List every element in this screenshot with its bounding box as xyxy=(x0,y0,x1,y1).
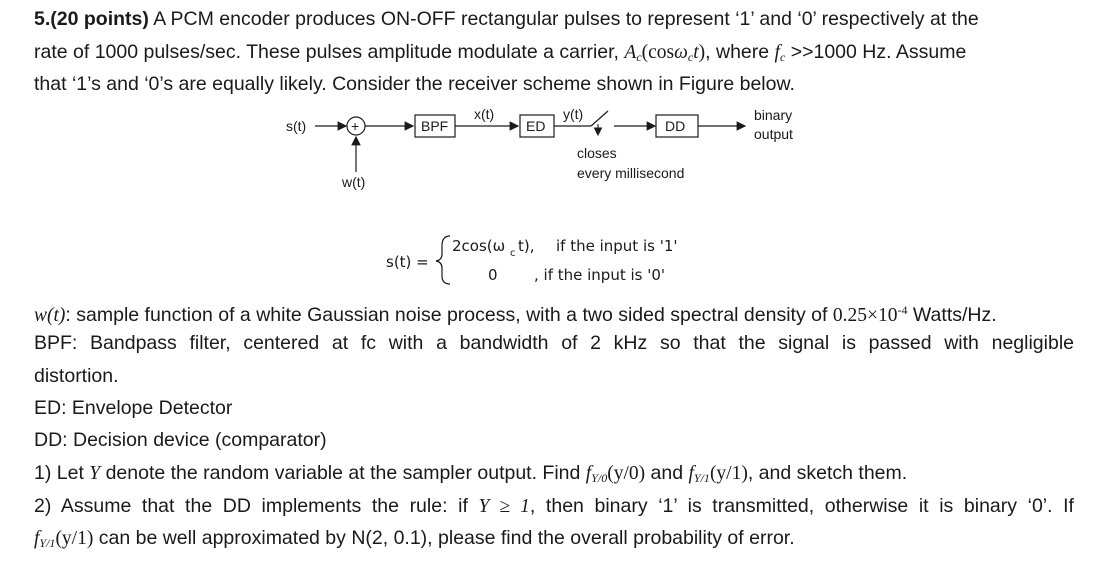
noise-label: w(t) xyxy=(341,174,365,190)
q1-a: 1) Let xyxy=(34,462,90,484)
carrier-sub-c2: c xyxy=(687,50,694,64)
question-1: 1) Let Y denote the random variable at t… xyxy=(34,461,1074,490)
problem-points: (20 points) xyxy=(50,8,149,30)
question-2-line-2: fY/1(y/1) can be well approximated by N(… xyxy=(34,526,1074,555)
problem-intro-2a: rate of 1000 pulses/sec. These pulses am… xyxy=(34,41,625,63)
question-2-line-1: 2) Assume that the DD implements the rul… xyxy=(34,494,1074,519)
noise-name: w(t) xyxy=(34,305,66,326)
carrier-t: t xyxy=(693,42,699,63)
sampler-switch xyxy=(590,110,609,127)
case1-condition: if the input is '1' xyxy=(556,237,678,255)
switch-note-2: every millisecond xyxy=(577,165,684,181)
equation-lhs: s(t) = xyxy=(386,253,429,271)
q1-f2-sub: Y/1 xyxy=(693,471,710,485)
q1-b: denote the random variable at the sample… xyxy=(100,462,586,484)
fc-f: f xyxy=(774,42,780,63)
q2-a: 2) Assume that the DD implements the rul… xyxy=(34,495,479,517)
problem-number: 5. xyxy=(34,8,51,30)
noise-psd-exp: -4 xyxy=(897,303,908,317)
q1-f2: f xyxy=(688,463,694,484)
q1-f1-sub: Y/0 xyxy=(591,471,608,485)
q2-f-arg: (y/1) xyxy=(55,528,94,549)
q1-f1: f xyxy=(585,463,592,484)
q1-f1-arg: (y/0) xyxy=(607,463,646,484)
q1-c: , and sketch them. xyxy=(747,462,908,484)
carrier-A: A xyxy=(624,42,637,63)
switch-note-1: closes xyxy=(577,145,617,161)
def-ed: ED: Envelope Detector xyxy=(34,397,233,419)
carrier-close: ) xyxy=(698,42,706,63)
output-label-2: output xyxy=(754,126,793,142)
case2-expr: 0 xyxy=(488,266,498,284)
problem-line-2: rate of 1000 pulses/sec. These pulses am… xyxy=(34,40,1074,69)
carrier-cos: (cos xyxy=(641,42,675,63)
signal-equation: s(t) = 2cos(ω c t), if the input is '1' … xyxy=(386,235,678,285)
q2-f: f xyxy=(34,528,40,549)
noise-psd-unit: Watts/Hz. xyxy=(907,304,997,326)
dd-label: DD xyxy=(665,118,685,134)
input-signal-label: s(t) xyxy=(286,118,306,134)
bpf-label: BPF xyxy=(421,118,448,134)
q1-f2-arg: (y/1) xyxy=(709,463,748,484)
output-label-1: binary xyxy=(754,107,792,123)
def-dd: DD: Decision device (comparator) xyxy=(34,429,327,451)
receiver-diagram: s(t) + w(t) BPF x(t) ED y(t) DD binary o… xyxy=(286,106,793,190)
def-bpf-1: BPF: Bandpass filter, centered at fc wit… xyxy=(34,332,1074,354)
case2-condition: , if the input is '0' xyxy=(534,266,665,284)
q1-and: and xyxy=(645,462,689,484)
q2-condition: Y ≥ 1 xyxy=(478,496,530,517)
carrier-omega: ω xyxy=(674,42,688,63)
problem-intro-3: that ‘1’s and ‘0’s are equally likely. C… xyxy=(34,73,795,95)
ed-output-label: y(t) xyxy=(563,106,583,122)
case1-tail: t), xyxy=(518,237,535,255)
problem-intro-2b: , where xyxy=(705,41,775,63)
plus-icon: + xyxy=(351,118,359,134)
problem-intro-2c: >>1000 Hz. Assume xyxy=(785,41,967,63)
bpf-output-label: x(t) xyxy=(474,106,494,122)
q2-f-sub: Y/1 xyxy=(39,536,56,550)
case1-expr: 2cos(ω xyxy=(452,237,505,255)
problem-intro-1: A PCM encoder produces ON-OFF rectangula… xyxy=(148,8,979,30)
problem-line-1: 5.(20 points) A PCM encoder produces ON-… xyxy=(34,7,1074,31)
problem-line-3: that ‘1’s and ‘0’s are equally likely. C… xyxy=(34,72,1074,96)
def-bpf-2: distortion. xyxy=(34,365,119,387)
case1-sub: c xyxy=(510,248,516,259)
q1-Y: Y xyxy=(89,463,101,484)
def-noise: w(t): sample function of a white Gaussia… xyxy=(34,298,1074,328)
q2-b: , then binary ‘1’ is transmitted, otherw… xyxy=(529,495,1074,517)
q2-c: can be well approximated by N(2, 0.1), p… xyxy=(93,527,795,549)
noise-desc: : sample function of a white Gaussian no… xyxy=(65,304,833,326)
noise-psd-value: 0.25×10 xyxy=(832,305,898,326)
brace-icon xyxy=(435,235,451,285)
ed-label: ED xyxy=(526,118,545,134)
fc-sub-c: c xyxy=(779,50,786,64)
carrier-sub-c: c xyxy=(636,50,642,64)
